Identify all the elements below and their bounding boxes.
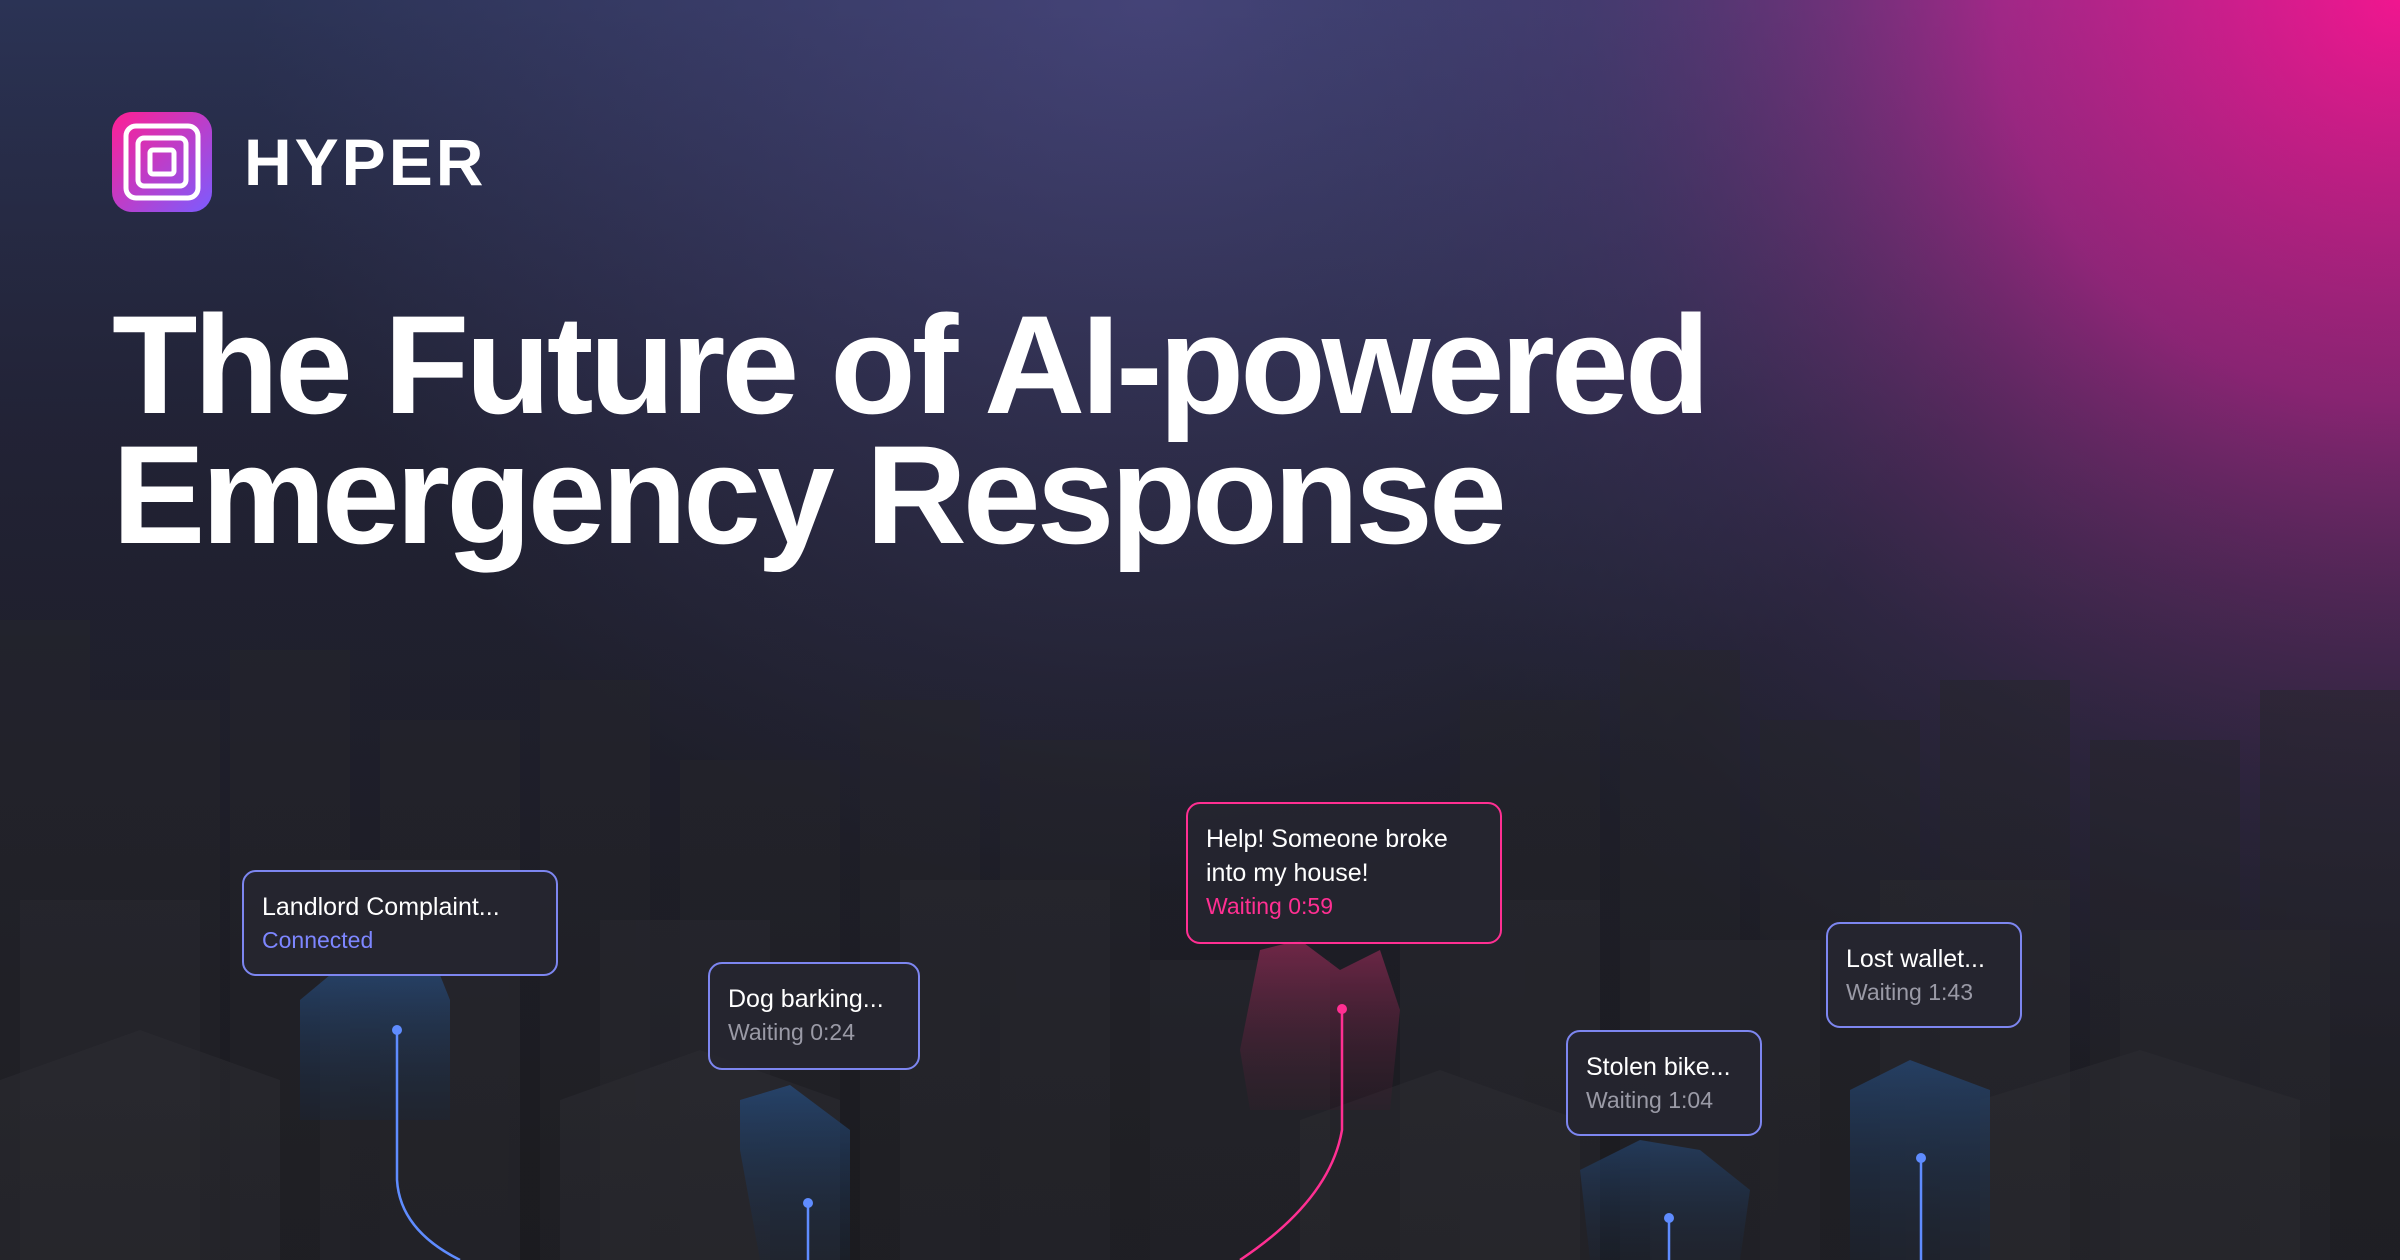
call-card-dog[interactable]: Dog barking... Waiting 0:24: [708, 962, 920, 1070]
call-card-title: Lost wallet...: [1846, 945, 1985, 973]
headline: The Future of AI-powered Emergency Respo…: [112, 286, 1710, 573]
call-card-title-line-2: into my house!: [1206, 859, 1369, 887]
call-card-landlord[interactable]: Landlord Complaint... Connected: [242, 870, 558, 976]
hyper-logo-icon: [112, 112, 212, 212]
brand-name: HYPER: [244, 125, 487, 199]
call-card-title: Landlord Complaint...: [262, 893, 500, 921]
call-card-break-in[interactable]: Help! Someone broke into my house! Waiti…: [1186, 802, 1502, 944]
call-card-status: Waiting 1:04: [1586, 1087, 1713, 1113]
call-card-wallet[interactable]: Lost wallet... Waiting 1:43: [1826, 922, 2022, 1028]
call-card-title-line-1: Help! Someone broke: [1206, 825, 1448, 853]
call-card-status: Connected: [262, 927, 374, 953]
call-card-bike[interactable]: Stolen bike... Waiting 1:04: [1566, 1030, 1762, 1136]
call-card-status: Waiting 0:59: [1206, 893, 1333, 919]
call-card-title: Stolen bike...: [1586, 1053, 1731, 1081]
headline-line-1: The Future of AI-powered: [112, 286, 1710, 443]
headline-line-2: Emergency Response: [112, 416, 1507, 573]
call-card-title: Dog barking...: [728, 985, 884, 1013]
call-card-status: Waiting 1:43: [1846, 979, 1973, 1005]
brand-logo: HYPER: [112, 112, 486, 212]
call-card-status: Waiting 0:24: [728, 1019, 855, 1045]
